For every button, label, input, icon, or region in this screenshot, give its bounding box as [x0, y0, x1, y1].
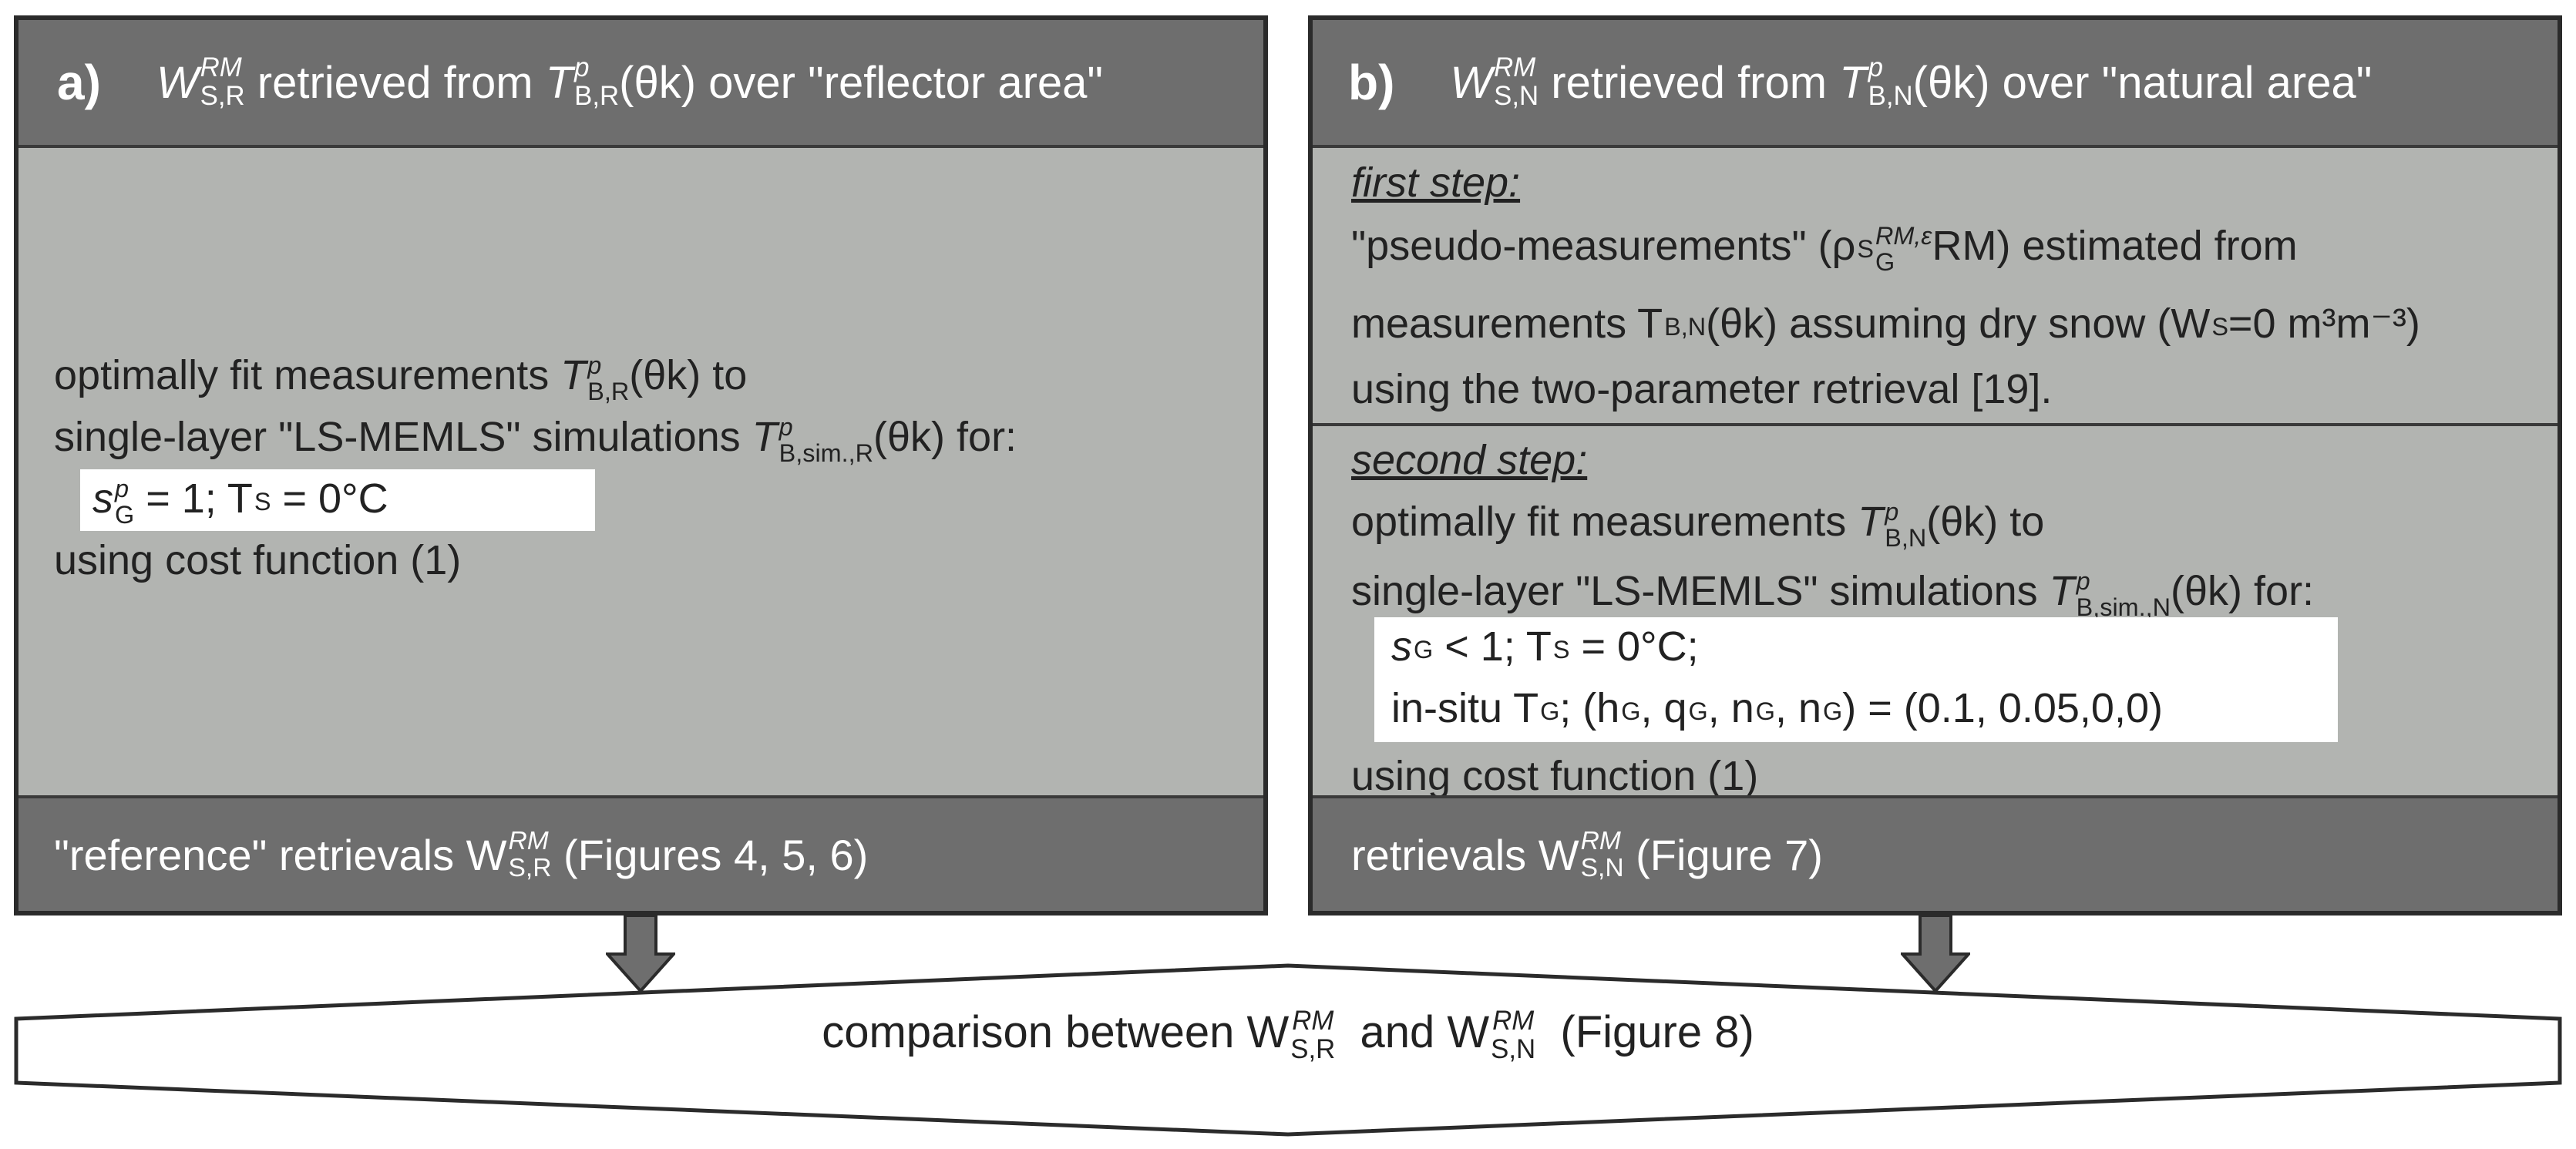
- panel-a-header-t-sub: B,R: [574, 81, 620, 111]
- panel-a-header-text1: retrieved from: [257, 57, 533, 108]
- panel-b-tag: b): [1348, 55, 1395, 110]
- panel-a-header-t: T: [545, 57, 573, 108]
- panel-b-step1-line3: using the two-parameter retrieval [19].: [1351, 366, 2053, 412]
- panel-a-header-text2: over "reflector area": [708, 57, 1104, 108]
- panel-b-header-w: W: [1450, 57, 1493, 108]
- panel-a-header-w-sub: S,R: [200, 81, 245, 111]
- panel-a-body-line4: using cost function (1): [54, 537, 462, 583]
- panel-a-header-w: W: [156, 57, 199, 108]
- arrow-b-down-icon: [1901, 916, 1970, 993]
- panel-b-step2-title: second step:: [1351, 437, 1588, 483]
- panel-a-header-w-sup: RM: [200, 52, 242, 83]
- panel-b-constraint-highlight: [1374, 617, 2338, 742]
- arrow-a-down-icon: [606, 916, 675, 993]
- panel-a-header-t-sup: p: [574, 52, 590, 83]
- panel-b-step1-title: first step:: [1351, 160, 1521, 206]
- panel-b-step2-line4: using cost function (1): [1351, 753, 1759, 799]
- panel-a-constraint-highlight: [80, 469, 595, 531]
- panel-a-tag: a): [57, 55, 101, 110]
- panel-a-header-theta: (θk): [619, 57, 697, 108]
- comparison-box: [14, 963, 2562, 1137]
- panel-b-step-divider: [1313, 423, 2558, 426]
